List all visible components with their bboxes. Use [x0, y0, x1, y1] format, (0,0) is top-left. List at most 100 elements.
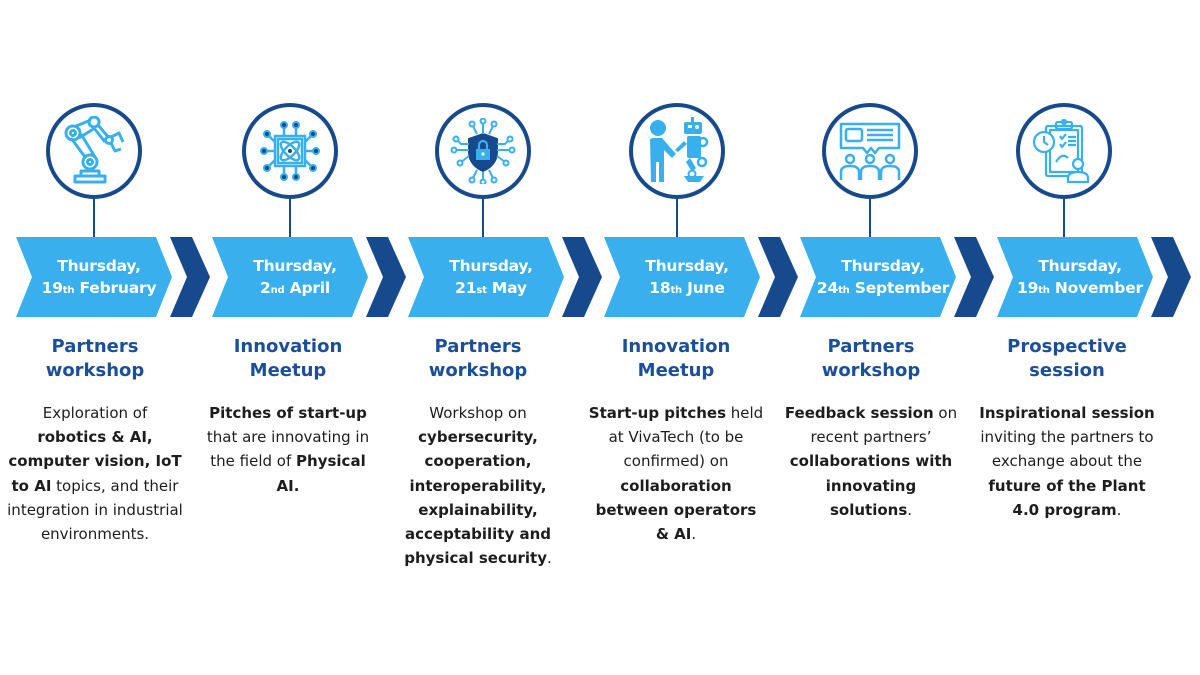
description-text: Workshop on [429, 404, 527, 422]
event-title-line1: Partners [827, 336, 915, 357]
event-weekday: Thursday, [449, 257, 533, 275]
event-title-line1: Prospective [1007, 336, 1127, 357]
event-description: Pitches of start-up that are innovating … [200, 401, 376, 498]
description-highlight: Physical AI. [276, 452, 366, 495]
description-highlight: Pitches of start-up [209, 404, 367, 422]
description-text: topics, and their integration in industr… [7, 476, 183, 544]
description-text: . [1116, 500, 1122, 519]
event-description: Exploration of robotics & AI, computer v… [7, 401, 183, 546]
connector-line [93, 199, 95, 237]
event-day-number: 19 [1017, 279, 1039, 297]
event-description: Inspirational session inviting the partn… [979, 401, 1155, 522]
event-date: Thursday, 2nd April [222, 255, 368, 302]
event-day-number: 2 [259, 279, 271, 297]
event-date: Thursday,24th September [810, 255, 956, 302]
event-title: Partners workshop [776, 335, 966, 383]
date-banner: Thursday,24th September [800, 237, 956, 317]
description-text: Exploration of [42, 404, 148, 422]
event-month: April [289, 279, 331, 297]
ordinal-suffix: th [838, 285, 850, 296]
ordinal-suffix: th [62, 285, 75, 296]
description-highlight: future of the Plant 4.0 program [988, 476, 1146, 519]
connector-line [869, 199, 871, 237]
event-day-number: 18 [649, 279, 671, 297]
event-title-line2: Meetup [637, 360, 715, 381]
human-robot-handshake-icon [650, 117, 709, 182]
ordinal-suffix: th [670, 285, 682, 296]
event-weekday: Thursday, [253, 257, 337, 275]
description-highlight: Start-up pitches [588, 404, 727, 422]
event-icon-circle [242, 103, 338, 199]
event-month: February [79, 279, 157, 297]
event-weekday: Thursday, [841, 257, 925, 275]
event-title-line2: workshop [821, 360, 921, 381]
ordinal-suffix: nd [270, 285, 285, 296]
description-text: that are innovating in the field of [206, 428, 370, 471]
event-weekday: Thursday, [645, 257, 729, 275]
ai-chip-icon [260, 121, 320, 181]
event-title-line1: Partners [434, 336, 522, 357]
description-highlight: robotics & AI, computer vision, IoT to A… [8, 428, 182, 495]
event-description: Workshop on cybersecurity, cooperation, … [390, 401, 566, 570]
description-text: . [547, 549, 552, 568]
connector-line [289, 199, 291, 237]
event-icon-circle [46, 103, 142, 199]
event-title: Prospective session [972, 335, 1162, 383]
chevron-arrow-icon [1151, 237, 1191, 317]
event-weekday: Thursday, [1038, 257, 1122, 275]
description-highlight: Feedback session [784, 404, 934, 422]
chevron-arrow-icon [170, 237, 210, 317]
event-day-month: 2nd April [222, 277, 368, 302]
group-discussion-icon [839, 122, 901, 180]
event-title: Partners workshop [383, 335, 573, 383]
description-text: . [691, 525, 697, 544]
description-text: on recent partners’ [810, 404, 958, 447]
event-month: September [854, 279, 950, 297]
event-date: Thursday, 19th February [26, 255, 172, 302]
date-banner: Thursday, 2nd April [212, 237, 368, 317]
date-banner: Thursday, 18th June [604, 237, 760, 317]
event-title-line2: workshop [428, 360, 528, 381]
event-description: Feedback session on recent partners’ col… [783, 401, 959, 522]
description-highlight: cybersecurity, cooperation, interoperabi… [404, 428, 551, 568]
chevron-arrow-icon [562, 237, 602, 317]
connector-line [482, 199, 484, 237]
cybersecurity-shield-icon [450, 118, 516, 184]
event-icon-circle [435, 103, 531, 199]
description-text: held at VivaTech (to be confirmed) on [608, 404, 764, 471]
event-title-line2: workshop [45, 360, 145, 381]
event-month: June [687, 279, 725, 297]
event-date: Thursday, 21st May [418, 255, 564, 302]
event-icon-circle [822, 103, 918, 199]
event-day-month: 19th November [1007, 277, 1153, 302]
description-highlight: collaboration between operators & AI [595, 476, 757, 544]
event-weekday: Thursday, [57, 257, 141, 275]
event-title-line1: Innovation [233, 336, 343, 357]
description-highlight: Inspirational session [979, 404, 1155, 422]
event-day-month: 24th September [810, 277, 956, 302]
chevron-arrow-icon [758, 237, 798, 317]
event-day-number: 24 [816, 279, 839, 297]
event-day-month: 19th February [26, 277, 172, 302]
description-highlight: collaborations with innovating solutions [789, 452, 953, 519]
event-date: Thursday, 19th November [1007, 255, 1153, 302]
event-day-number: 19 [41, 279, 63, 297]
date-banner: Thursday, 19th February [16, 237, 172, 317]
event-day-month: 21st May [418, 277, 564, 302]
date-banner: Thursday, 21st May [408, 237, 564, 317]
description-text: . [907, 500, 913, 519]
chevron-arrow-icon [954, 237, 994, 317]
date-banner: Thursday, 19th November [997, 237, 1153, 317]
clipboard-planning-icon [1032, 118, 1090, 184]
event-description: Start-up pitches held at VivaTech (to be… [588, 401, 764, 546]
event-icon-circle [1016, 103, 1112, 199]
event-title-line1: Partners [51, 336, 139, 357]
robotic-arm-icon [64, 116, 125, 184]
event-date: Thursday, 18th June [614, 255, 760, 302]
event-month: November [1054, 279, 1143, 297]
event-title-line2: session [1029, 360, 1105, 381]
chevron-arrow-icon [366, 237, 406, 317]
